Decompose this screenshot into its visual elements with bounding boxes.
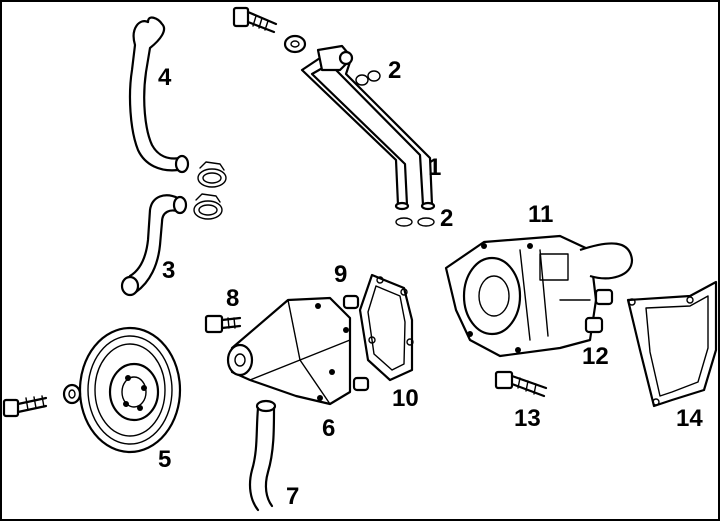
housing-dowels <box>584 288 614 334</box>
callout-1: 1 <box>428 154 441 181</box>
bypass-hose <box>248 399 277 512</box>
callout-3: 3 <box>162 257 175 284</box>
pulley <box>78 326 182 454</box>
callout-4: 4 <box>158 64 172 91</box>
upper-hose <box>128 16 190 174</box>
seal-rings-top <box>355 70 381 86</box>
callout-9: 9 <box>334 261 347 288</box>
callout-8: 8 <box>226 285 239 312</box>
callout-5: 5 <box>158 446 171 473</box>
callout-11: 11 <box>528 201 553 228</box>
callout-10: 10 <box>392 385 419 412</box>
lower-hose <box>120 194 188 297</box>
seal-rings-bottom <box>395 217 435 227</box>
hose-clamp-upper <box>197 161 227 188</box>
dowel-sleeves <box>342 294 370 392</box>
callout-12: 12 <box>582 343 609 370</box>
twin-coolant-pipe <box>300 44 436 211</box>
callout-6: 6 <box>322 415 335 442</box>
callout-14: 14 <box>676 405 703 432</box>
pulley-bolt <box>2 383 82 418</box>
water-pump <box>226 296 352 406</box>
pump-bolt <box>204 314 242 334</box>
callout-13: 13 <box>514 405 541 432</box>
pump-gasket <box>358 273 414 382</box>
top-bolt <box>232 6 307 54</box>
housing-bolt <box>494 370 548 398</box>
callout-2-top: 2 <box>388 57 401 84</box>
thermostat-housing <box>444 234 634 358</box>
housing-gasket <box>626 280 718 408</box>
hose-clamp-lower <box>193 193 223 220</box>
callout-2-bottom: 2 <box>440 205 453 232</box>
callout-7: 7 <box>286 483 299 510</box>
